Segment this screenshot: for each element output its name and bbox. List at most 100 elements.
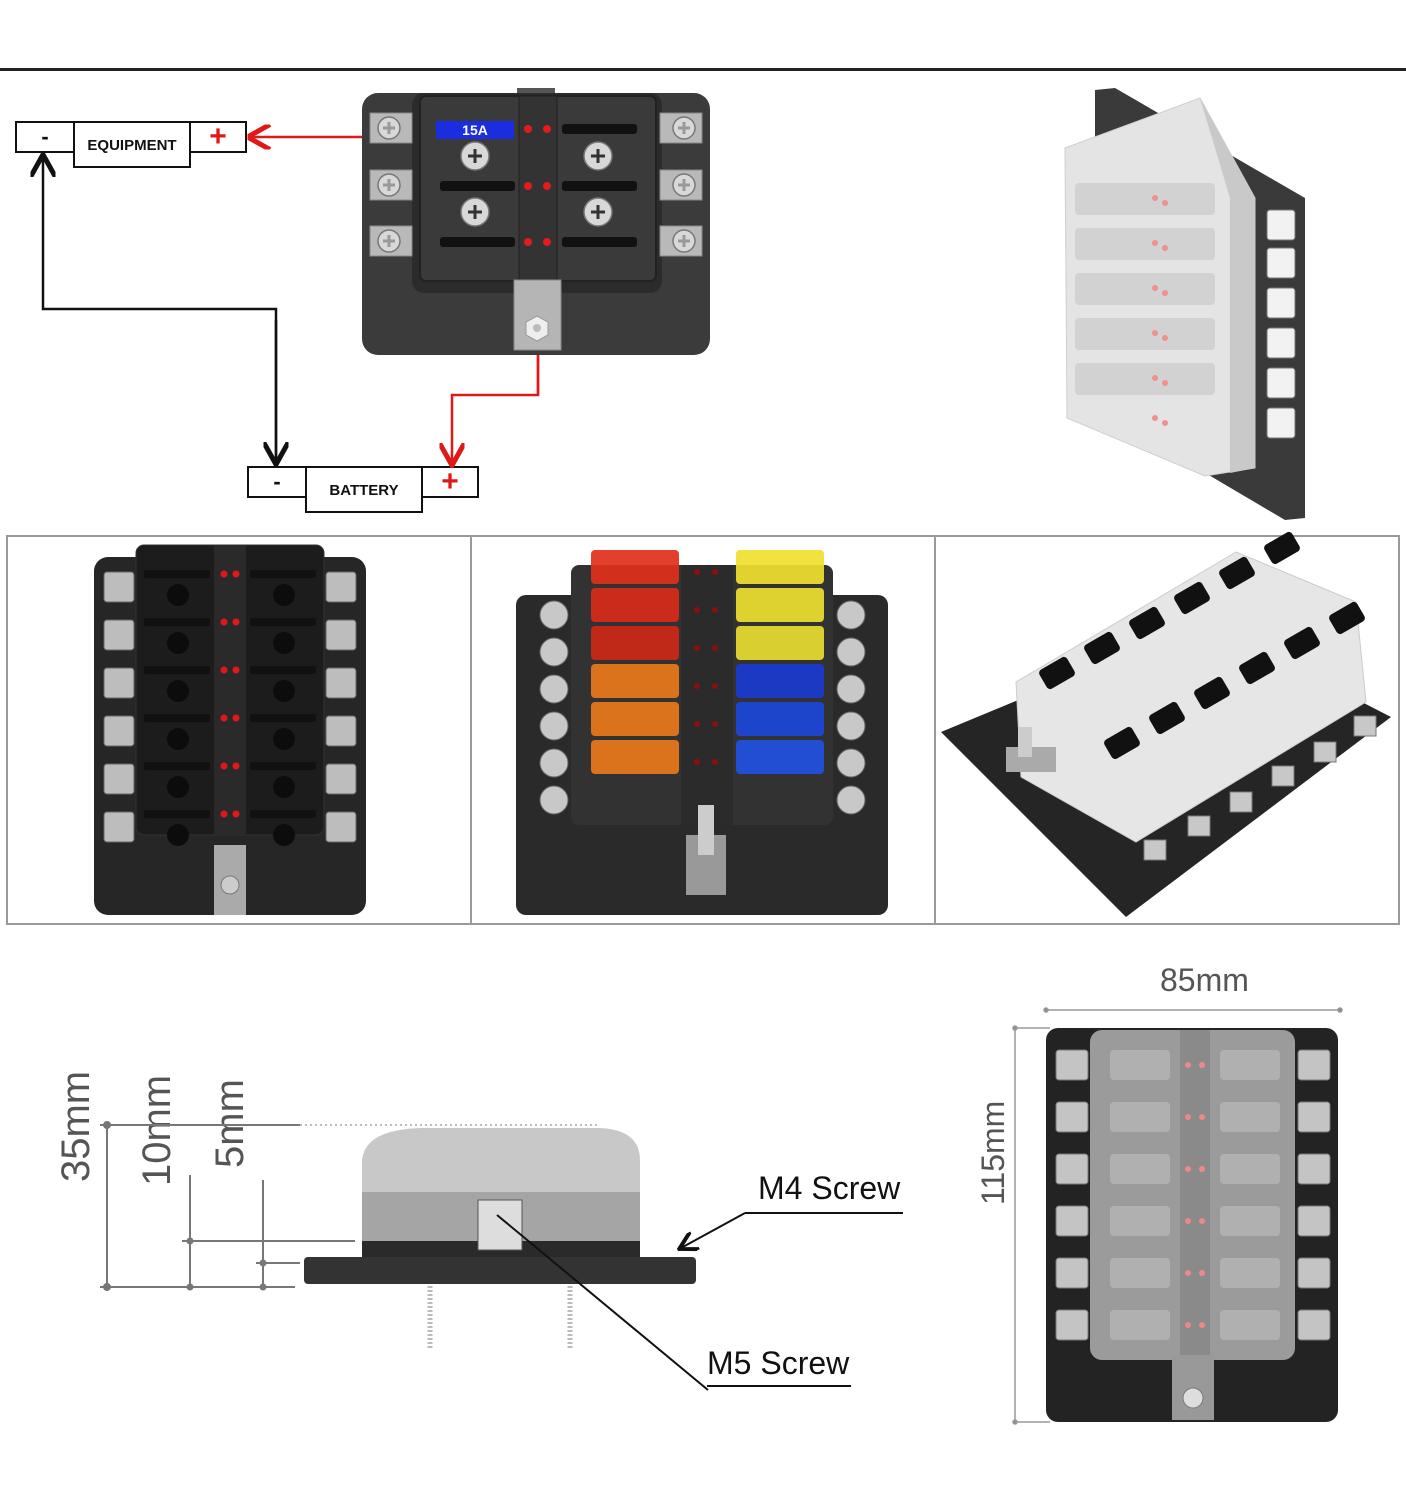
led-indicator	[220, 666, 228, 674]
led-indicator	[712, 607, 718, 613]
fuse-label-tab	[1219, 556, 1255, 590]
blade-fuse	[591, 626, 679, 660]
screw-terminal	[1297, 1205, 1331, 1237]
negative-wire	[43, 157, 278, 462]
led-indicator	[232, 714, 240, 722]
screw-terminal	[103, 715, 135, 747]
led-indicator	[694, 759, 700, 765]
screw-terminal	[539, 674, 569, 704]
blade-fuse	[736, 740, 824, 774]
blade-fuse	[591, 740, 679, 774]
plus-sign: +	[441, 465, 459, 498]
fuse-slot	[1110, 1310, 1170, 1340]
led-indicator	[220, 714, 228, 722]
fuse-label-tab	[1329, 601, 1365, 635]
led-indicator	[220, 570, 228, 578]
mount-hole	[273, 824, 295, 846]
screw-terminal	[836, 674, 866, 704]
led-indicator	[1185, 1322, 1191, 1328]
minus-sign: -	[41, 124, 49, 149]
fuse-label-tab	[1194, 676, 1230, 710]
blade-fuse	[736, 702, 824, 736]
led-indicator	[1199, 1322, 1205, 1328]
fuse-slot	[1220, 1258, 1280, 1288]
led-indicator	[1185, 1270, 1191, 1276]
mount-hole	[167, 776, 189, 798]
fuse-slot	[250, 570, 316, 578]
screw-terminal	[103, 811, 135, 843]
fuse-slot	[1220, 1154, 1280, 1184]
fuse-slot	[144, 666, 210, 674]
led-indicator	[220, 810, 228, 818]
panel-angled-labeled-cover	[934, 531, 1400, 925]
screw-terminal	[103, 667, 135, 699]
mount-hole	[167, 824, 189, 846]
blade-fuse	[736, 626, 824, 660]
battery-label: BATTERY	[329, 481, 399, 499]
fuse-slot	[1110, 1102, 1170, 1132]
screw-terminal	[1055, 1257, 1089, 1289]
screw-terminal	[836, 600, 866, 630]
led-indicator	[1185, 1218, 1191, 1224]
screw-terminal	[103, 763, 135, 795]
fuse-label-tab	[1264, 531, 1300, 565]
battery-negative-terminal: -	[247, 466, 307, 498]
mount-hole	[167, 632, 189, 654]
fuse-slot	[1220, 1206, 1280, 1236]
blade-fuse	[591, 664, 679, 698]
fuse-slot	[1110, 1050, 1170, 1080]
fuse-label-tab	[1084, 631, 1120, 665]
led-indicator	[694, 645, 700, 651]
led-indicator	[232, 618, 240, 626]
fuse-slot	[1110, 1258, 1170, 1288]
fuse-slot	[144, 810, 210, 818]
screw-terminal	[103, 619, 135, 651]
blade-fuse	[736, 550, 824, 584]
battery-positive-terminal: +	[421, 466, 479, 498]
fuse-slot	[1220, 1102, 1280, 1132]
blade-fuse	[736, 588, 824, 622]
screw-terminal	[1055, 1205, 1089, 1237]
mount-hole	[167, 584, 189, 606]
screw-terminal	[1055, 1049, 1089, 1081]
fuse-slot	[144, 618, 210, 626]
screw-terminal	[325, 763, 357, 795]
screw-terminal	[836, 785, 866, 815]
covered-fuse-block-3d	[1064, 88, 1305, 520]
battery-label-box: BATTERY	[305, 466, 423, 513]
fuse-slot	[1110, 1154, 1170, 1184]
screw-terminal	[836, 637, 866, 667]
mount-hole	[273, 584, 295, 606]
fuse-slot	[250, 762, 316, 770]
led-indicator	[1199, 1270, 1205, 1276]
screw-terminal	[325, 811, 357, 843]
screw-terminal	[325, 715, 357, 747]
screw-terminal	[1297, 1257, 1331, 1289]
fuse-slot	[1220, 1310, 1280, 1340]
led-indicator	[712, 759, 718, 765]
screw-terminal	[1055, 1153, 1089, 1185]
top-divider	[0, 68, 1406, 71]
screw-terminal	[1297, 1101, 1331, 1133]
led-indicator	[694, 683, 700, 689]
screw-terminal	[539, 600, 569, 630]
screw-terminal	[1297, 1309, 1331, 1341]
minus-sign: -	[273, 469, 281, 494]
screw-terminal	[539, 748, 569, 778]
screw-terminal	[1297, 1153, 1331, 1185]
blade-fuse	[736, 664, 824, 698]
led-indicator	[1185, 1114, 1191, 1120]
mount-hole	[167, 680, 189, 702]
m4-screw-label: M4 Screw	[758, 1170, 901, 1206]
screw-terminal	[539, 637, 569, 667]
fuse-block-12-way-colored	[516, 550, 888, 915]
led-indicator	[232, 762, 240, 770]
screw-terminal	[103, 571, 135, 603]
led-indicator	[232, 810, 240, 818]
m5-screw-underline	[707, 1385, 851, 1387]
screw-terminal	[539, 711, 569, 741]
led-indicator	[1199, 1218, 1205, 1224]
fuse-label-tab	[1174, 581, 1210, 615]
fuse-label-tab	[1284, 626, 1320, 660]
fuse-block-angled-view	[941, 531, 1391, 917]
